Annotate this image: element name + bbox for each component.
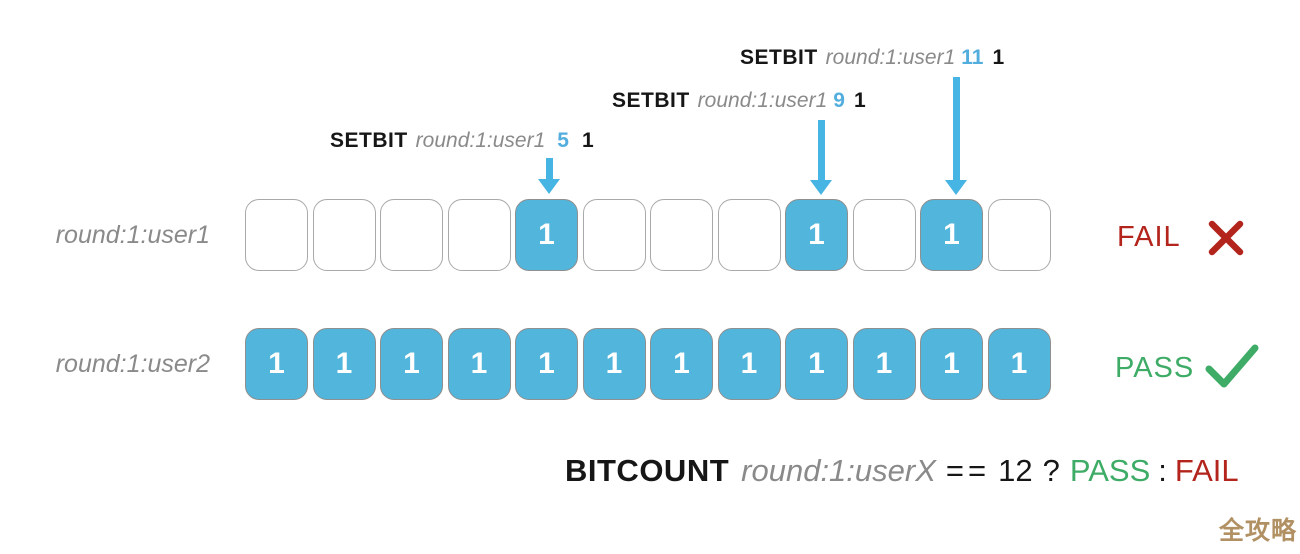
down-arrow-icon [945,77,967,195]
bitcount-formula: BITCOUNT round:1:userX == 12 ? PASS : FA… [565,453,1239,489]
bit-cell-set: 1 [380,328,443,400]
setbit-key: round:1:user1 [415,129,546,152]
bitcount-keyword: BITCOUNT [565,453,730,488]
bit-cell-set: 1 [515,328,578,400]
arrow-head [945,180,967,195]
formula-fail: FAIL [1174,453,1239,488]
bitmap-key-label-user2: round:1:user2 [55,350,210,378]
bit-cell-empty [987,199,1051,271]
bit-cell-empty [245,199,308,271]
bit-cell-set: 1 [852,328,916,400]
bit-cell-empty [582,199,646,271]
result-label-fail: FAIL [1117,221,1181,253]
setbit-offset: 11 [961,46,984,69]
setbit-offset: 9 [833,89,845,112]
bit-cell-set: 1 [650,328,713,400]
setbit-command-5: SETBIT round:1:user1 5 1 [330,129,594,153]
setbit-command-11: SETBIT round:1:user1 11 1 [740,46,1004,70]
setbit-key: round:1:user1 [825,46,956,69]
arrow-shaft [545,158,553,179]
setbit-command-9: SETBIT round:1:user1 9 1 [612,89,866,113]
bit-cell-empty [650,199,713,271]
setbit-value: 1 [853,89,866,112]
bitmap-key-label-user1: round:1:user1 [55,221,210,249]
bitcount-key: round:1:userX [741,453,936,488]
arrow-shaft [817,120,825,180]
bitcount-expected-value: 12 [998,453,1033,488]
check-mark-icon [1203,341,1261,396]
arrow-shaft [952,77,960,180]
bit-cell-set: 1 [785,199,848,271]
bit-cell-empty [852,199,916,271]
setbit-value: 1 [992,46,1005,69]
bit-cell-empty [312,199,376,271]
x-mark-icon [1206,218,1246,263]
arrow-head [810,180,832,195]
arrow-head [538,179,560,194]
bit-cell-set: 1 [245,328,308,400]
bit-cell-set: 1 [920,199,983,271]
question-mark: ? [1042,453,1060,488]
watermark-text: 全攻略 [1218,517,1297,545]
bit-cell-set: 1 [717,328,781,400]
bit-cell-set: 1 [312,328,376,400]
setbit-keyword: SETBIT [740,46,818,69]
bit-cell-set: 1 [447,328,511,400]
equals-operator: == [945,453,991,488]
bit-cell-set: 1 [785,328,848,400]
result-label-pass: PASS [1115,352,1195,384]
bit-cell-empty [717,199,781,271]
setbit-value: 1 [581,129,594,152]
down-arrow-icon [538,158,560,194]
colon-separator: : [1158,453,1167,488]
bit-cell-set: 1 [515,199,578,271]
bit-cell-set: 1 [920,328,983,400]
setbit-keyword: SETBIT [330,129,408,152]
setbit-keyword: SETBIT [612,89,690,112]
bit-cell-empty [380,199,443,271]
down-arrow-icon [810,120,832,195]
bit-cell-set: 1 [582,328,646,400]
setbit-offset: 5 [557,129,569,152]
bit-cell-empty [447,199,511,271]
bit-cell-set: 1 [987,328,1051,400]
setbit-key: round:1:user1 [697,89,828,112]
formula-pass: PASS [1069,453,1151,488]
